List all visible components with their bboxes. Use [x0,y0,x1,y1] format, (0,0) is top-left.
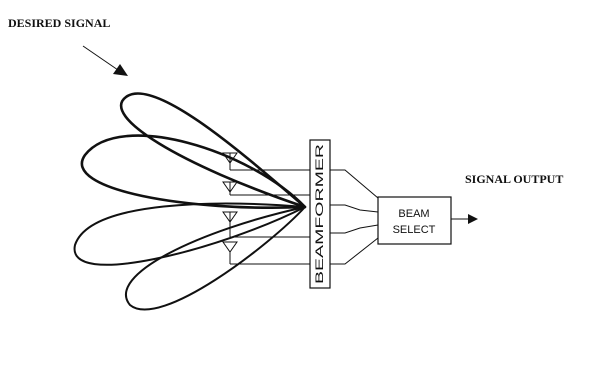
beam-lobe-3 [73,202,306,266]
beam-select-label-line2: SELECT [393,224,436,236]
signal-output-label: SIGNAL OUTPUT [465,172,563,186]
antenna-icon [222,211,238,237]
antenna-icon [222,181,238,195]
beamformer-label: BEAMFORMER [314,144,326,284]
desired-signal-pointer [82,45,128,76]
beam-lobe-4 [125,206,306,311]
desired-signal-label: DESIRED SIGNAL [8,16,110,30]
beam-select-box [377,196,452,245]
output-arrow [451,214,478,224]
beam-lobe-2 [80,134,307,209]
antenna-array [222,152,238,264]
beam-lobe-1 [119,92,307,209]
output-arrowhead-icon [468,214,478,224]
desired-signal-arrowhead-icon [113,64,128,76]
beamformer-box [309,139,331,289]
beam-lobes [73,92,307,311]
antenna-icon [222,241,238,264]
beamformer-outputs [330,169,379,265]
antenna-icon [222,152,238,170]
beam-select-label-line1: BEAM [398,208,429,220]
antenna-feeds [230,169,310,265]
